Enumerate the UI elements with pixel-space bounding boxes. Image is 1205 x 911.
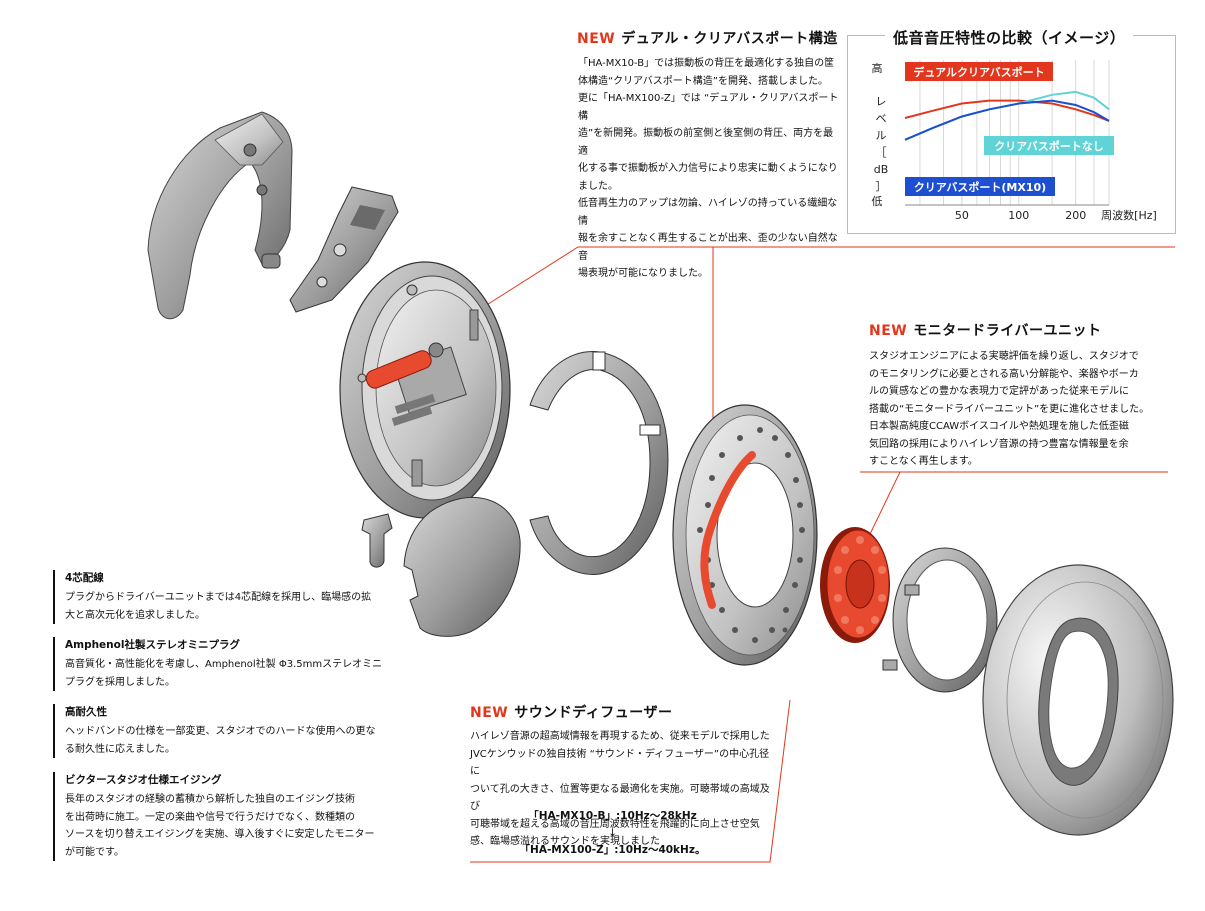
text-line: のモニタリングに必要とされる高い分解能や、楽器やボーカ: [869, 368, 1139, 380]
text-line: 低音再生力のアップは勿論、ハイレゾの持っている繊細な情: [578, 198, 838, 227]
monitor-driver-title-text: モニタードライバーユニット: [913, 323, 1102, 339]
spec-arrow: ↓: [608, 827, 617, 839]
chart-title: 低音音圧特性の比較（イメージ）: [885, 27, 1134, 48]
new-badge: NEW: [577, 31, 616, 47]
spacer-ring-part: [529, 351, 669, 575]
x-tick-label: 100: [1008, 209, 1029, 222]
monitor-driver-part: [820, 527, 890, 643]
feature-4-core-wiring: 4芯配線 プラグからドライバーユニットまでは4芯配線を採用し、臨場感の拡 大と高…: [53, 570, 395, 624]
legend-tag-label-0: デュアルクリアバスポート: [913, 65, 1044, 79]
spec-mx10: 「HA-MX10-B」:10Hz～28kHz: [528, 810, 697, 822]
text-line: 報を余すことなく再生することが出来、歪の少ない自然な音: [578, 233, 838, 262]
dual-clear-title-text: デュアル・クリアバスポート構造: [621, 31, 838, 47]
feature-victor-aging: ビクタースタジオ仕様エイジング 長年のスタジオの経験の蓄積から解析した独自のエイ…: [53, 772, 395, 861]
yoke-plate-part: [289, 186, 399, 313]
text-line: 場表現が可能になりました。: [578, 268, 708, 279]
text-line: 造”を新開発。振動板の前室側と後室側の背圧、両方を最適: [578, 128, 834, 157]
text-line: ルの質感などの豊かな表現力で定評があった従来モデルに: [869, 386, 1129, 397]
bass-chart: 高 低 レベル ［ dB ］ 50 100 200 周波数[Hz] デュアルクリアバスポー…: [872, 60, 1157, 222]
text-line: スタジオエンジニアによる実聴評価を繰り返し、スタジオで: [869, 351, 1139, 362]
feature-line: が可能です。: [65, 846, 124, 858]
x-tick-label: 200: [1065, 209, 1086, 222]
chart-series: [904, 90, 1110, 141]
x-axis-label: 周波数[Hz]: [1101, 209, 1157, 222]
y-label-char: ル: [876, 129, 887, 142]
y-label-char: ベ: [876, 112, 887, 125]
sound-diffuser-part: [672, 404, 818, 666]
new-badge: NEW: [869, 323, 908, 339]
ear-pad-part: [982, 564, 1174, 836]
y-label-char: レ: [876, 95, 887, 108]
feature-line: ヘッドバンドの仕様を一部変更、スタジオでのハードな使用への更な: [65, 726, 376, 737]
clear-bass-port-highlight: [365, 350, 432, 389]
callout-diffuser: [470, 699, 791, 863]
y-low-label: 低: [872, 195, 883, 208]
legend-tag-label-2: クリアバスポート(MX10): [914, 180, 1046, 194]
legend-tag-box-1: [984, 136, 1114, 155]
y-label-char: dB: [874, 163, 889, 176]
feature-line: 長年のスタジオの経験の蓄積から解析した独自のエイジング技術: [65, 794, 355, 805]
series-line-2: [904, 99, 1110, 141]
monitor-driver-body: スタジオエンジニアによる実聴評価を繰り返し、スタジオで のモニタリングに必要とさ…: [869, 348, 1169, 471]
diffuser-port-highlight: [700, 451, 756, 609]
text-line: 気回路の採用によりハイレゾ音源の持つ豊富な情報量を余: [869, 438, 1129, 450]
series-line-1: [904, 90, 1110, 141]
feature-line: ソースを切り替えエイジングを実施、導入後すぐに安定したモニター: [65, 829, 375, 840]
text-line: 更に「HA-MX100-Z」では “デュアル・クリアバスポート構: [578, 93, 839, 122]
text-line: 体構造“クリアバスポート構造”を開発、搭載しました。: [578, 75, 828, 87]
sound-diffuser-title-text: サウンドディフューザー: [514, 705, 673, 721]
sound-diffuser-title: NEW サウンドディフューザー: [470, 702, 672, 722]
y-high-label: 高: [872, 61, 883, 75]
sound-diffuser-body: ハイレゾ音源の超高域情報を再現するため、従来モデルで採用した JVCケンウッドの…: [470, 728, 770, 851]
x-tick-label: 50: [955, 209, 969, 222]
text-line: ました。: [578, 180, 618, 192]
feature-line: プラグからドライバーユニットまでは4芯配線を採用し、臨場感の拡: [65, 592, 372, 603]
housing-part: [339, 261, 511, 519]
legend-tag-box-0: [905, 62, 1053, 81]
text-line: JVCケンウッドの独自技術 “サウンド・ディフューザー”の中心孔径に: [470, 748, 770, 778]
text-line: 可聴帯域を超える高域の音圧周波数特性を飛躍的に向上させ空気: [470, 818, 760, 830]
feature-durability: 高耐久性 ヘッドバンドの仕様を一部変更、スタジオでのハードな使用への更な る耐久…: [53, 704, 395, 758]
feature-title: Amphenol社製ステレオミニプラグ: [65, 639, 240, 651]
feature-title: ビクタースタジオ仕様エイジング: [65, 774, 222, 786]
dual-clear-body: 「HA-MX10-B」では振動板の背圧を最適化する独自の筐 体構造“クリアバスポ…: [578, 55, 840, 283]
amphenol-plug-part: [361, 513, 393, 568]
new-badge: NEW: [470, 705, 509, 721]
pad-ring-part: [882, 547, 998, 693]
y-axis-label: レベル ［ dB ］: [874, 95, 889, 193]
damper-disc-part: [403, 496, 521, 637]
feature-title: 4芯配線: [65, 572, 104, 584]
spec-mx100: 「HA-MX100-Z」:10Hz～40kHz。: [519, 844, 706, 856]
series-line-0: [904, 99, 1110, 122]
text-line: 「HA-MX10-B」では振動板の背圧を最適化する独自の筐: [578, 58, 835, 69]
yoke-part: [147, 111, 293, 320]
y-label-char: ［: [876, 146, 887, 159]
y-label-char: ］: [876, 180, 887, 193]
text-line: 日本製高純度CCAWボイスコイルや熱処理を施した低歪磁: [869, 421, 1129, 432]
text-line: 感、臨場感溢れるサウンドを実現しました: [470, 836, 660, 847]
legend-tag-box-2: [905, 177, 1055, 196]
sound-diffuser-specs: 「HA-MX10-B」:10Hz～28kHz ↓ 「HA-MX100-Z」:10…: [470, 808, 755, 859]
text-line: ハイレゾ音源の超高域情報を再現するため、従来モデルで採用した: [470, 731, 770, 742]
feature-line: 高音質化・高性能化を考慮し、Amphenol社製 Φ3.5mmステレオミニ: [65, 659, 383, 670]
text-line: 化する事で振動板が入力信号により忠実に動くようになり: [578, 163, 838, 174]
monitor-driver-title: NEW モニタードライバーユニット: [869, 320, 1101, 340]
feature-amphenol-plug: Amphenol社製ステレオミニプラグ 高音質化・高性能化を考慮し、Amphen…: [53, 637, 395, 691]
feature-line: る耐久性に応えました。: [65, 743, 175, 755]
legend-tag-label-1: クリアバスポートなし: [994, 139, 1104, 153]
feature-line: プラグを採用しました。: [65, 676, 175, 688]
text-line: すことなく再生します。: [869, 456, 978, 467]
text-line: ついて孔の大きさ、位置等更なる最適化を実施。可聴帯域の高域及び: [470, 783, 770, 813]
feature-line: を出荷時に施工。一定の楽曲や信号で行うだけでなく、数種類の: [65, 811, 355, 823]
feature-line: 大と高次元化を追求しました。: [65, 609, 205, 621]
dual-clear-title: NEW デュアル・クリアバスポート構造: [577, 28, 838, 48]
x-ticks: 50 100 200: [955, 209, 1086, 222]
text-line: 搭載の“モニタードライバーユニット”を更に進化させました。: [869, 403, 1150, 415]
feature-title: 高耐久性: [65, 706, 107, 718]
